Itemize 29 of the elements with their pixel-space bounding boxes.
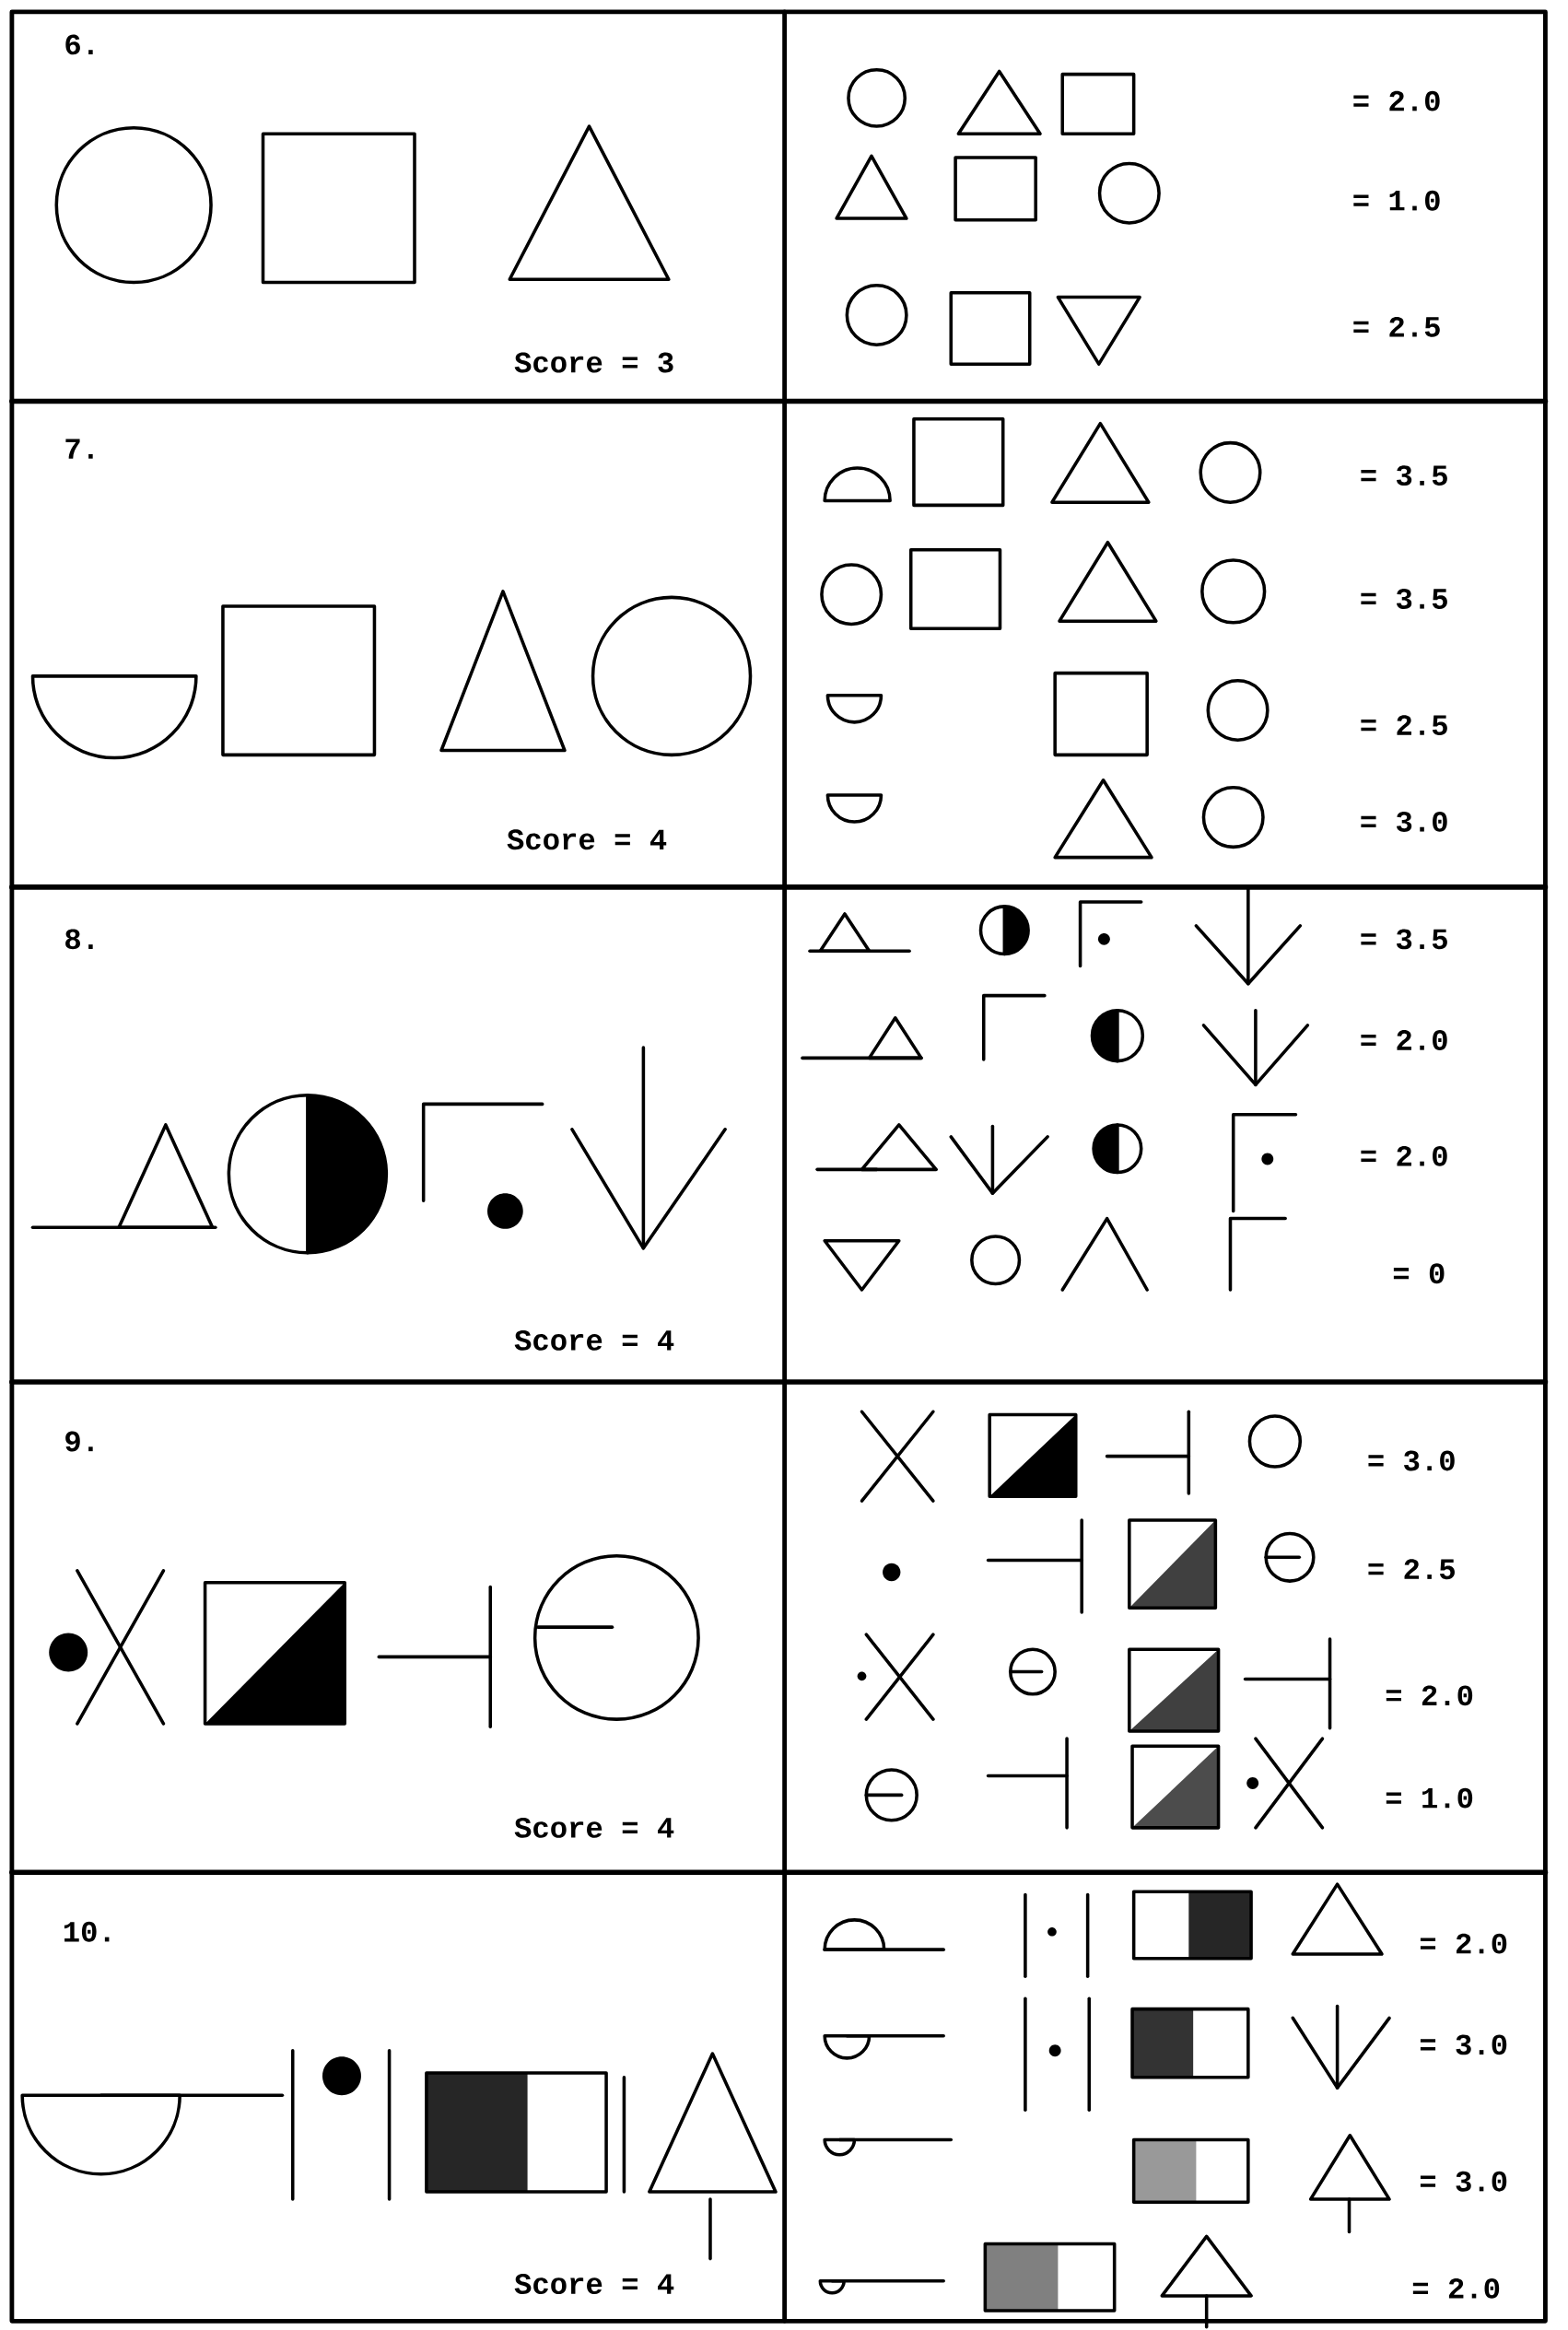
score-value: = 1.0 xyxy=(1353,190,1440,211)
question-number: 6. xyxy=(65,34,93,55)
question-number: 7. xyxy=(65,439,93,459)
score-label: Score = 4 xyxy=(514,1329,674,1351)
score-value: = 3.5 xyxy=(1361,929,1448,950)
score-label: Score = 3 xyxy=(514,352,673,373)
score-value: = 3.0 xyxy=(1421,2034,1507,2055)
question-number: 8. xyxy=(65,929,93,950)
question-number: 10. xyxy=(64,1921,110,1942)
score-value: = 2.0 xyxy=(1387,1685,1473,1706)
score-value: = 2.0 xyxy=(1361,1145,1447,1166)
score-value: = 2.0 xyxy=(1361,1030,1447,1050)
score-value: = 3.0 xyxy=(1421,2171,1507,2192)
score-label: Score = 4 xyxy=(514,2274,674,2294)
score-value: = 3.0 xyxy=(1361,811,1447,832)
score-value: = 3.5 xyxy=(1361,465,1448,486)
score-value: = 3.0 xyxy=(1368,1450,1455,1471)
score-value: = 3.5 xyxy=(1361,589,1448,609)
question-number: 9. xyxy=(65,1431,93,1452)
score-label: Score = 4 xyxy=(507,829,667,850)
score-value: = 2.0 xyxy=(1353,90,1440,111)
score-value: = 2.5 xyxy=(1361,715,1448,736)
score-value: = 0 xyxy=(1394,1263,1445,1284)
score-value: = 2.5 xyxy=(1353,316,1441,337)
score-value: = 1.0 xyxy=(1387,1787,1473,1809)
score-value: = 2.0 xyxy=(1413,2277,1500,2299)
score-value: = 2.5 xyxy=(1368,1559,1456,1580)
score-value: = 2.0 xyxy=(1421,1933,1507,1954)
score-label: Score = 4 xyxy=(514,1817,674,1838)
